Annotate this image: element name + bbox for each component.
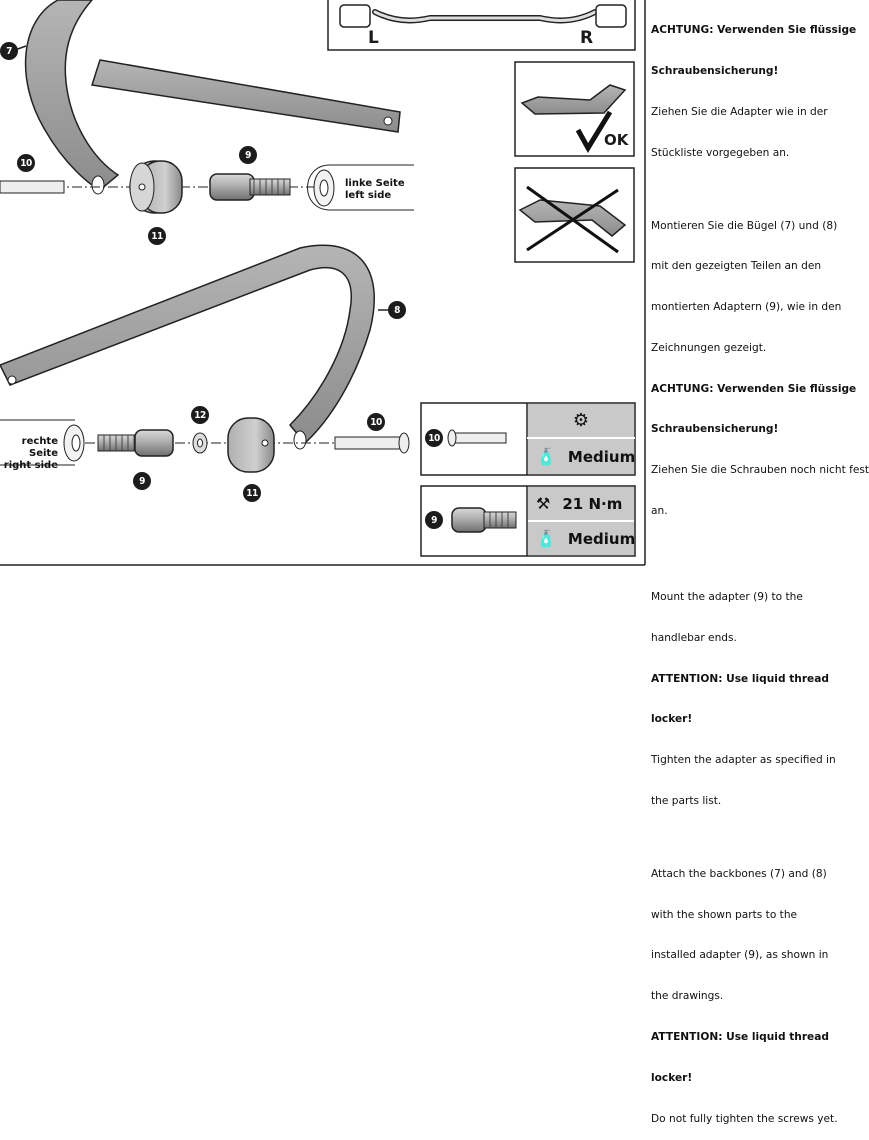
en-para-3a: Attach the backbones (7) and (8) bbox=[651, 867, 827, 880]
loctite-bottle-icon: 🧴 bbox=[536, 529, 556, 548]
en-warning-1b: locker! bbox=[651, 713, 693, 726]
de-warning-2b: Schraubensicherung! bbox=[651, 423, 779, 436]
bracket-7-arm bbox=[91, 59, 401, 133]
en-para-3b: with the shown parts to the bbox=[651, 908, 798, 921]
en-para-3c: installed adapter (9), as shown in bbox=[651, 949, 829, 962]
right-side-label: rechte Seite right side bbox=[0, 436, 58, 472]
left-side-de: linke Seite bbox=[345, 178, 405, 189]
en-para-4: Do not fully tighten the screws yet. bbox=[651, 1112, 838, 1125]
torque-cell: ⚒ 21 N·m bbox=[528, 487, 634, 520]
thread-lock-cell-10: 🧴 Medium bbox=[528, 439, 636, 474]
de-para-2c: montierten Adaptern (9), wie in den bbox=[651, 301, 842, 314]
assembly-diagram: ⚙ 🧴 Medium ⚒ 21 N·m 🧴 Medium L R OK link… bbox=[0, 0, 646, 586]
left-label: L bbox=[368, 28, 379, 48]
callout-10-top: 10 bbox=[17, 154, 35, 172]
en-para-2b: the parts list. bbox=[651, 794, 722, 807]
de-para-2a: Montieren Sie die Bügel (7) und (8) bbox=[651, 219, 838, 232]
de-warning-2: ACHTUNG: Verwenden Sie flüssige bbox=[651, 382, 857, 395]
de-para-2d: Zeichnungen gezeigt. bbox=[651, 341, 767, 354]
en-para-2a: Tighten the adapter as specified in bbox=[651, 754, 836, 767]
instruction-text: ACHTUNG: Verwenden Sie flüssige Schraube… bbox=[651, 0, 869, 1140]
callout-7: 7 bbox=[0, 42, 18, 60]
callout-11-top: 11 bbox=[148, 227, 166, 245]
bracket-7 bbox=[24, 0, 120, 191]
callout-9-box: 9 bbox=[425, 511, 443, 529]
torque-wrench-icon: ⚒ bbox=[536, 494, 551, 513]
en-warning-1: ATTENTION: Use liquid thread bbox=[651, 672, 829, 685]
en-warning-2b: locker! bbox=[651, 1071, 693, 1084]
callout-12: 12 bbox=[191, 406, 209, 424]
no-grease-icon: ⚙ bbox=[572, 410, 590, 431]
left-side-label: linke Seite left side bbox=[345, 178, 405, 202]
loctite-bottle-icon: 🧴 bbox=[536, 447, 556, 466]
callout-9-bottom: 9 bbox=[133, 472, 151, 490]
thread-lock-cell-9: 🧴 Medium bbox=[528, 522, 636, 555]
bracket-8 bbox=[0, 244, 375, 445]
right-side-en: right side bbox=[3, 460, 58, 471]
callout-8: 8 bbox=[388, 301, 406, 319]
grease-cell: ⚙ bbox=[528, 404, 634, 437]
right-side-de: rechte Seite bbox=[21, 436, 58, 459]
de-warning-1: ACHTUNG: Verwenden Sie flüssige bbox=[651, 24, 857, 37]
callout-10-box: 10 bbox=[425, 429, 443, 447]
en-warning-2: ATTENTION: Use liquid thread bbox=[651, 1030, 829, 1043]
exploded-view-drawing bbox=[0, 0, 646, 566]
ok-label: OK bbox=[604, 131, 629, 149]
en-para-1b: handlebar ends. bbox=[651, 631, 737, 644]
thread-lock-value-9: Medium bbox=[567, 529, 636, 548]
callout-10-bottom: 10 bbox=[367, 413, 385, 431]
torque-value: 21 N·m bbox=[562, 494, 623, 513]
thread-lock-value-10: Medium bbox=[567, 447, 636, 466]
en-para-1a: Mount the adapter (9) to the bbox=[651, 590, 803, 603]
de-warning-1b: Schraubensicherung! bbox=[651, 64, 779, 77]
de-para-1a: Ziehen Sie die Adapter wie in der bbox=[651, 105, 828, 118]
de-para-2b: mit den gezeigten Teilen an den bbox=[651, 260, 822, 273]
de-para-1b: Stückliste vorgegeben an. bbox=[651, 146, 790, 159]
left-side-en: left side bbox=[345, 190, 392, 201]
de-para-3a: Ziehen Sie die Schrauben noch nicht fest bbox=[651, 464, 869, 477]
en-para-3d: the drawings. bbox=[651, 990, 724, 1003]
callout-11-bottom: 11 bbox=[243, 484, 261, 502]
de-para-3b: an. bbox=[651, 504, 668, 517]
right-label: R bbox=[580, 28, 594, 48]
callout-9-top: 9 bbox=[239, 146, 257, 164]
